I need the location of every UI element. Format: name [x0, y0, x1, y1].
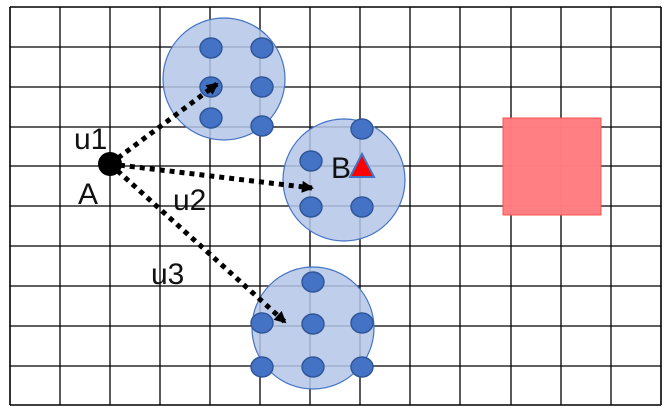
arrows — [108, 81, 314, 324]
marker-triangle-icon — [348, 151, 376, 178]
cluster-dot — [250, 76, 274, 98]
point-a-dot — [98, 152, 122, 176]
label-u1: u1 — [74, 123, 107, 156]
cluster-dot — [301, 271, 325, 293]
cluster-dot — [250, 356, 274, 378]
target-square-icon — [502, 117, 602, 216]
label-a: A — [78, 178, 98, 211]
cluster-dot — [301, 356, 325, 378]
cluster-dot — [350, 196, 374, 218]
cluster-dot — [299, 196, 323, 218]
label-b: B — [331, 152, 351, 185]
arrow-u2 — [109, 161, 314, 193]
label-u3: u3 — [151, 258, 184, 291]
arrow-u1 — [108, 81, 219, 167]
cluster-dot — [350, 356, 374, 378]
cluster-dot — [301, 313, 325, 335]
cluster-dot — [299, 150, 323, 172]
cluster-dot — [250, 37, 274, 59]
cluster-dot — [350, 118, 374, 140]
cluster-dot — [199, 37, 223, 59]
cluster-dots — [199, 37, 374, 378]
cluster-dot — [250, 312, 274, 334]
cluster-dot — [199, 76, 223, 98]
cluster-dot — [350, 312, 374, 334]
cluster-dot — [199, 107, 223, 129]
cluster-dot — [250, 115, 274, 137]
label-u2: u2 — [173, 184, 206, 217]
